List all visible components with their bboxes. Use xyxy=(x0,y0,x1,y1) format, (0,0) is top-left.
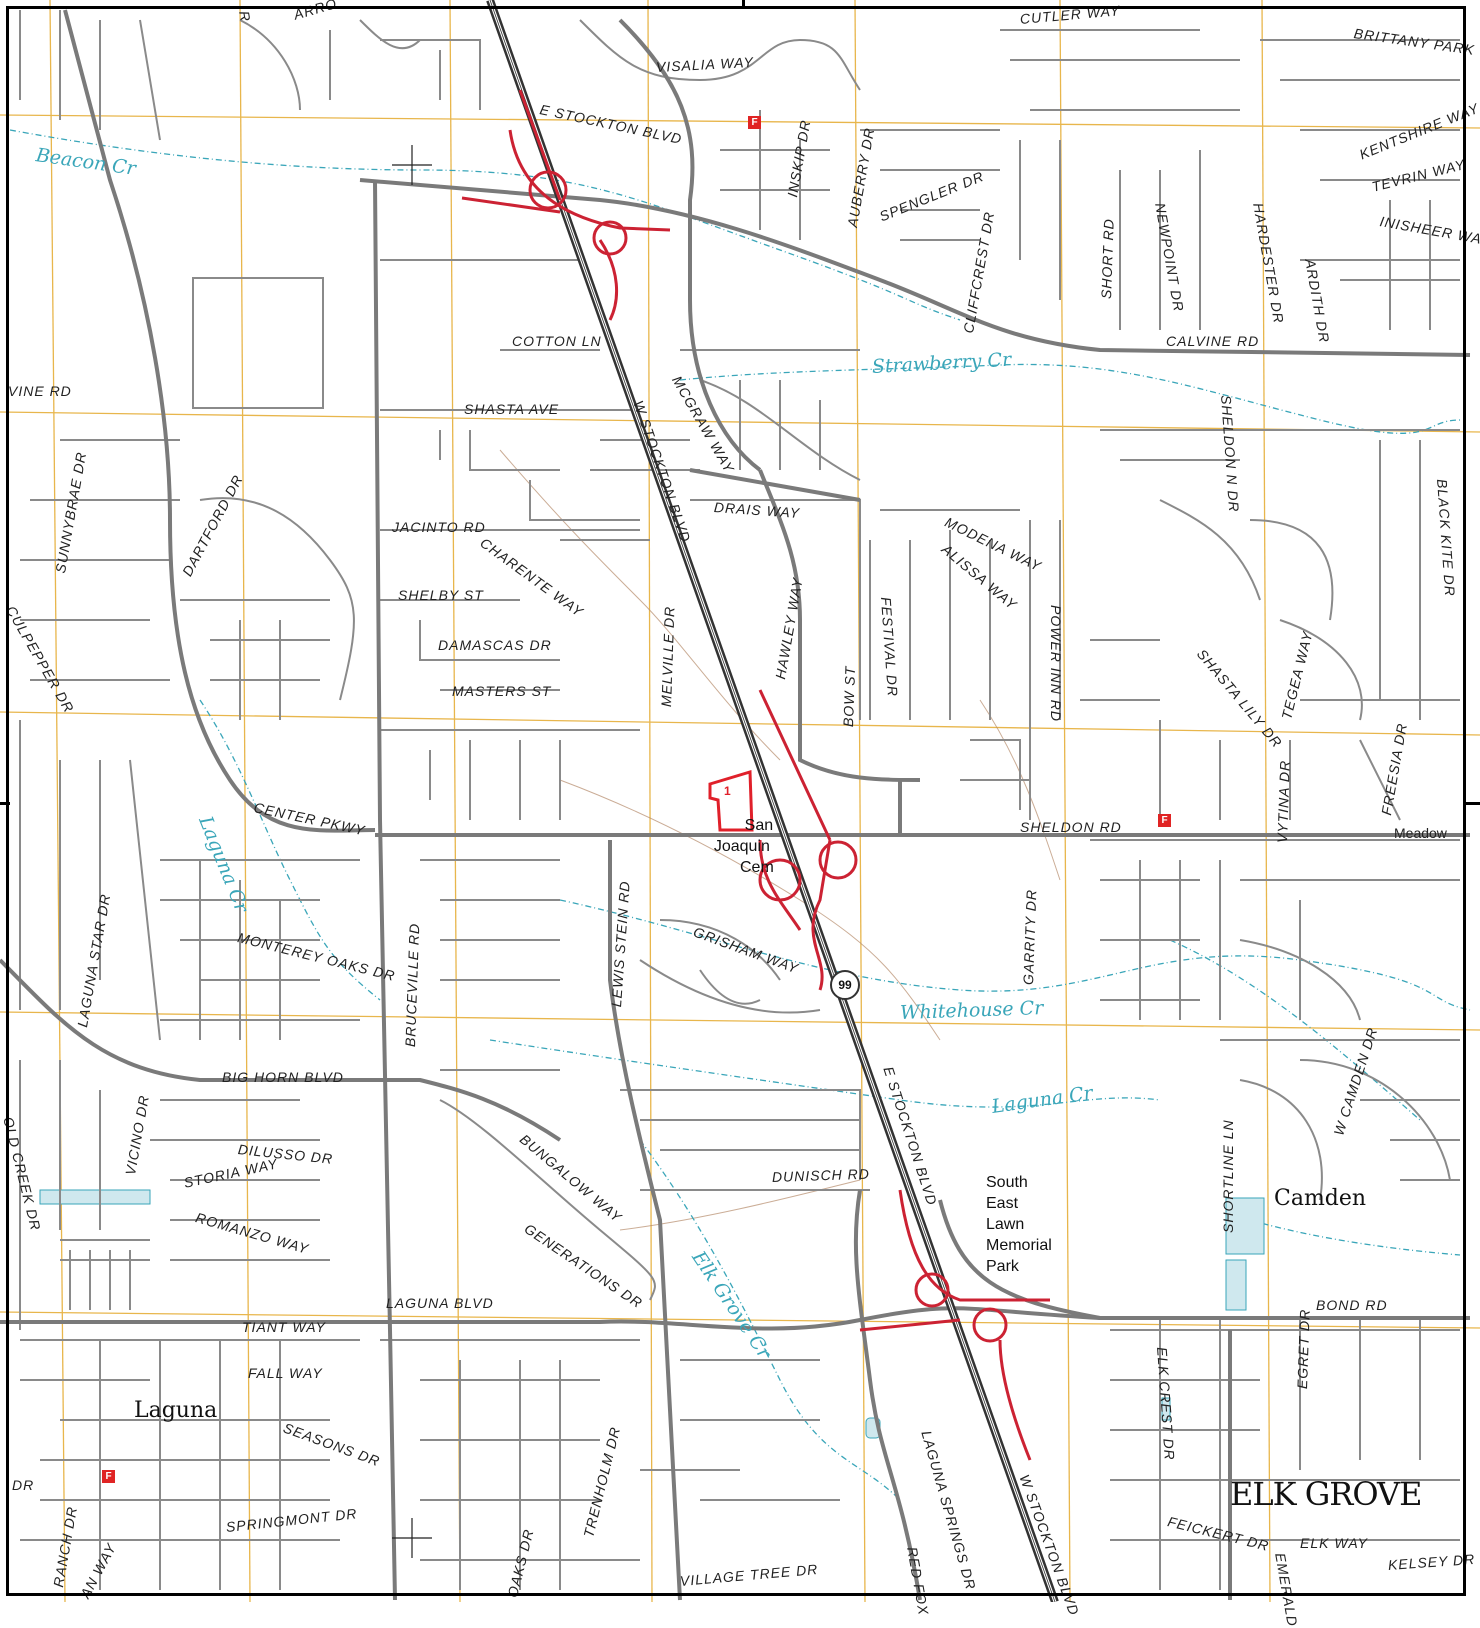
road-label-calvine: CALVINE RD xyxy=(1166,333,1260,349)
road-label-power-inn: POWER INN RD xyxy=(1048,605,1064,722)
parcel-outline xyxy=(708,770,754,832)
fire-station-icon: F xyxy=(102,1470,115,1483)
road-label-cotton: COTTON LN xyxy=(512,333,602,349)
road-label-elk-way: ELK WAY xyxy=(1300,1535,1368,1551)
parcel-label: 1 xyxy=(724,784,731,798)
neatline-tick xyxy=(1466,802,1480,805)
road-label-laguna-blvd: LAGUNA BLVD xyxy=(386,1295,494,1311)
water-label-whitehouse: Whitehouse Cr xyxy=(899,997,1044,1024)
neatline-tick xyxy=(0,802,10,805)
road-label-shortline: SHORTLINE LN xyxy=(1220,1119,1236,1233)
major-roads xyxy=(0,9,1471,1601)
place-label-elk-grove: ELK GROVE xyxy=(1230,1475,1422,1513)
ramps xyxy=(461,89,1050,1461)
place-label-camden: Camden xyxy=(1274,1186,1367,1211)
cemetery-label-san-joaquin: San Joaquin Cem xyxy=(713,817,774,876)
road-label-shelby: SHELBY ST xyxy=(398,587,484,603)
cemetery-label-south-east-lawn: South East Lawn Memorial Park xyxy=(986,1174,1052,1275)
road-label-top-r: R xyxy=(236,9,254,24)
survey-marks xyxy=(392,145,432,1558)
road-label-melville: MELVILLE DR xyxy=(658,605,678,708)
route-99-shield-icon: 99 xyxy=(830,970,860,1000)
road-label-damascas: DAMASCAS DR xyxy=(438,637,552,653)
road-label-bow: BOW ST xyxy=(840,665,859,728)
road-label-sheldon-rd: SHELDON RD xyxy=(1020,819,1122,835)
road-label-vytina: VYTINA DR xyxy=(1274,759,1293,844)
road-label-big-horn: BIG HORN BLVD xyxy=(222,1069,344,1085)
road-label-bond: BOND RD xyxy=(1316,1297,1388,1313)
road-label-dunisch: DUNISCH RD xyxy=(771,1165,871,1185)
road-label-vine-rd: VINE RD xyxy=(8,383,72,399)
road-label-meadow: Meadow xyxy=(1394,825,1447,841)
neatline-tick xyxy=(742,0,745,8)
road-label-garrity: GARRITY DR xyxy=(1020,888,1040,986)
road-label-short-rd: SHORT RD xyxy=(1098,217,1117,300)
road-label-tiant: TIANT WAY xyxy=(242,1319,326,1335)
place-label-laguna: Laguna xyxy=(134,1398,218,1423)
ponds xyxy=(39,1189,1265,1439)
road-label-bruceville: BRUCEVILLE RD xyxy=(402,922,423,1048)
road-label-egret: EGRET DR xyxy=(1294,1308,1313,1390)
road-label-jacinto: JACINTO RD xyxy=(392,519,486,535)
fire-station-icon: F xyxy=(748,116,761,129)
road-label-dr-left: DR xyxy=(12,1477,35,1493)
fire-station-icon: F xyxy=(1158,814,1171,827)
local-roads xyxy=(19,10,1460,1590)
road-label-masters: MASTERS ST xyxy=(452,683,552,699)
road-label-fall: FALL WAY xyxy=(248,1365,323,1381)
highway-99 xyxy=(486,0,1059,1602)
contours xyxy=(499,449,1061,1231)
road-label-shasta-ave: SHASTA AVE xyxy=(464,401,560,417)
